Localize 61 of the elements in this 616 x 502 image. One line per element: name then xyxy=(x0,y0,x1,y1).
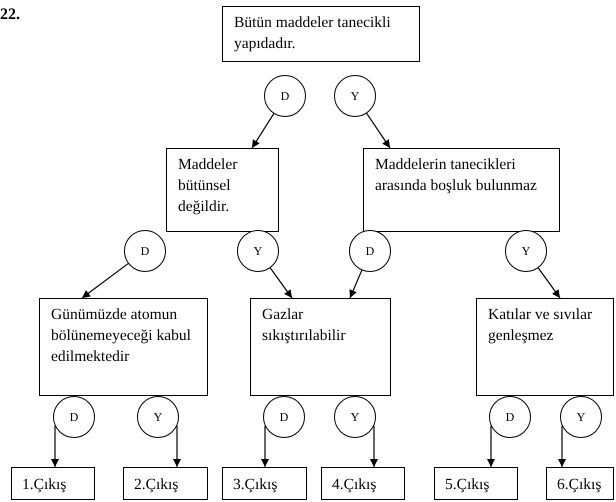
node-text: D xyxy=(280,88,290,104)
node-text: 6.Çıkış xyxy=(557,476,602,493)
statement-box xyxy=(39,298,208,396)
node-text: Y xyxy=(154,410,162,424)
answer-circle xyxy=(137,396,179,438)
arrow xyxy=(366,113,390,148)
arrow xyxy=(270,268,292,298)
answer-circle xyxy=(53,396,95,438)
answer-circle xyxy=(560,396,602,438)
arrow xyxy=(370,426,378,467)
node-text: 5.Çıkış xyxy=(445,476,490,493)
arrow xyxy=(51,426,59,467)
arrow xyxy=(349,270,362,298)
answer-circle xyxy=(334,75,376,117)
node-text: D xyxy=(70,410,78,424)
arrow xyxy=(173,426,181,467)
node-text: D xyxy=(140,244,150,258)
question-number: 22. xyxy=(0,6,20,24)
node-text: Katılar ve sıvılar genleşmez xyxy=(488,306,592,344)
answer-circle xyxy=(237,230,279,272)
answer-circle xyxy=(124,230,166,272)
exit-box xyxy=(434,467,518,500)
node-text: Y xyxy=(254,244,262,258)
node-text: D xyxy=(280,410,288,424)
node-text: Y xyxy=(522,244,530,258)
node-text: Y xyxy=(576,410,586,424)
arrow xyxy=(252,113,274,148)
statement-box xyxy=(476,298,614,396)
answer-circle xyxy=(263,396,305,438)
node-text: 4.Çıkış xyxy=(332,476,376,493)
answer-circle xyxy=(264,75,306,117)
answer-circle xyxy=(505,230,547,272)
node-text: Günümüzde atomun bölünemeyeceği kabul edilmektedir xyxy=(51,306,191,365)
statement-box xyxy=(250,298,391,396)
arrow xyxy=(261,426,269,467)
arrow xyxy=(487,426,495,467)
node-text: D xyxy=(366,244,374,258)
node-text: D xyxy=(506,410,514,424)
statement-box xyxy=(363,148,560,232)
statement-box xyxy=(166,148,279,232)
exit-box xyxy=(321,467,405,500)
node-text: Y xyxy=(350,410,360,424)
node-text: Y xyxy=(350,88,360,104)
arrow xyxy=(82,263,129,298)
statement-box xyxy=(222,6,420,62)
node-text: 2.Çıkış xyxy=(134,476,178,493)
node-text: 3.Çıkış xyxy=(233,476,278,493)
arrow xyxy=(538,268,560,298)
node-text: Maddelerin tanecikleri arasında boşluk bulunmaz xyxy=(375,156,537,194)
node-text: 1.Çıkış xyxy=(22,476,66,493)
arrow xyxy=(558,426,566,467)
answer-circle xyxy=(489,396,531,438)
node-text: Bütün maddeler tanecikli yapıdadır. xyxy=(234,14,391,52)
exit-box xyxy=(11,467,95,500)
exit-box xyxy=(222,467,307,500)
node-text: Gazlar sıkıştırılabilir xyxy=(262,306,346,344)
node-text: Maddeler bütünsel değildir. xyxy=(178,156,238,215)
answer-circle xyxy=(334,396,376,438)
answer-circle xyxy=(349,230,391,272)
exit-box xyxy=(123,467,208,500)
exit-box xyxy=(546,467,614,500)
